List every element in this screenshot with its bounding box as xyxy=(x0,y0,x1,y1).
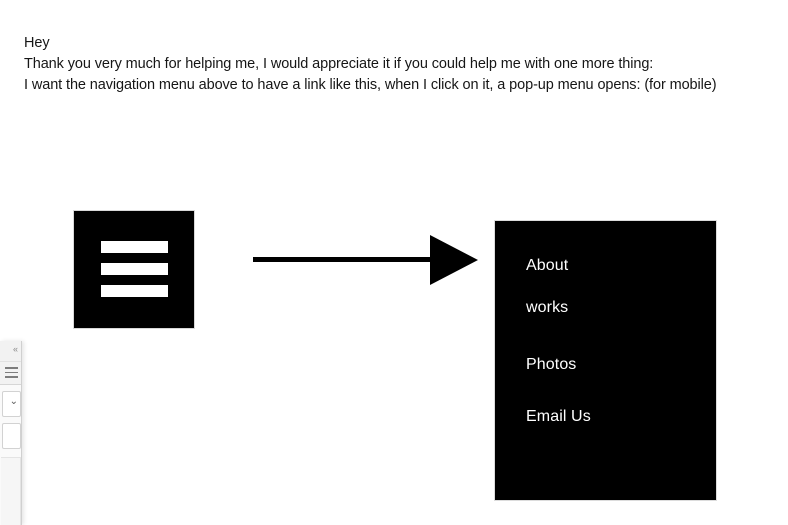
menu-line-3 xyxy=(5,376,18,378)
message-line-3: I want the navigation menu above to have… xyxy=(24,77,717,93)
side-panel-select[interactable]: ⌄ xyxy=(2,391,21,417)
menu-lines-icon[interactable] xyxy=(5,367,18,381)
hamburger-menu-icon[interactable] xyxy=(74,211,194,328)
menu-item-works[interactable]: works xyxy=(526,299,569,316)
side-panel-content-area xyxy=(1,457,21,525)
collapse-left-icon[interactable]: « xyxy=(12,344,18,354)
message-text-block: Hey Thank you very much for helping me, … xyxy=(24,33,784,96)
menu-item-photos[interactable]: Photos xyxy=(526,356,577,373)
side-panel-menu-strip[interactable] xyxy=(0,362,21,385)
message-line-2: Thank you very much for helping me, I wo… xyxy=(24,56,654,72)
menu-item-email-us[interactable]: Email Us xyxy=(526,408,591,425)
message-line-1: Hey xyxy=(24,35,50,51)
menu-line-2 xyxy=(5,371,18,373)
popup-menu-panel: About works Photos Email Us xyxy=(495,221,716,500)
hamburger-bar-middle xyxy=(101,263,168,275)
hamburger-bar-bottom xyxy=(101,285,168,297)
menu-item-about[interactable]: About xyxy=(526,257,569,274)
side-panel: « ⌄ xyxy=(0,341,22,525)
flow-arrow-icon xyxy=(253,234,479,286)
side-panel-text-input[interactable] xyxy=(2,423,21,449)
hamburger-bar-top xyxy=(101,241,168,253)
menu-line-1 xyxy=(5,367,18,369)
side-panel-header: « xyxy=(0,341,21,362)
chevron-down-icon[interactable]: ⌄ xyxy=(9,396,18,407)
